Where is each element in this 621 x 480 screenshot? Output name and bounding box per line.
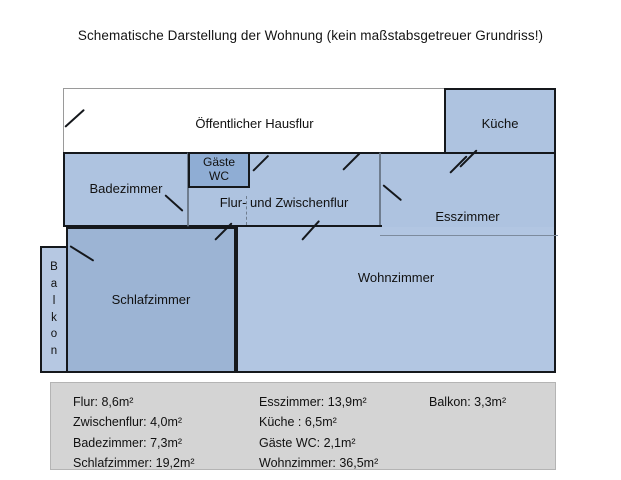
room-kueche: Küche bbox=[444, 88, 556, 161]
wall-esszimmer-wohnzimmer-seam bbox=[380, 235, 558, 237]
room-label-gaeste-wc-line1: Gäste bbox=[202, 155, 235, 170]
room-label-esszimmer: Esszimmer bbox=[435, 209, 500, 225]
flur-zwischenflur-divider bbox=[246, 196, 247, 225]
room-label-hausflur: Öffentlicher Hausflur bbox=[195, 116, 314, 132]
room-label-gaeste-wc-line2: WC bbox=[209, 169, 229, 183]
room-balkon: B a l k o n bbox=[40, 246, 66, 373]
legend-column-3: Balkon: 3,3m² bbox=[429, 392, 549, 469]
legend-item: Zwischenflur: 4,0m² bbox=[73, 415, 183, 430]
room-label-badezimmer: Badezimmer bbox=[89, 181, 163, 197]
room-oeffentlicher-hausflur: Öffentlicher Hausflur bbox=[63, 88, 445, 161]
room-wohnzimmer: Wohnzimmer bbox=[236, 227, 556, 373]
legend-item: Flur: 8,6m² bbox=[73, 395, 134, 409]
room-label-flur: Flur- und Zwischenflur bbox=[219, 195, 349, 211]
legend-column-2: Esszimmer: 13,9m² Küche : 6,5m² Gäste WC… bbox=[259, 392, 419, 470]
legend-column-1: Flur: 8,6m² Zwischenflur: 4,0m² Badezimm… bbox=[73, 392, 253, 470]
room-label-balkon-letter: k bbox=[51, 311, 57, 324]
legend-item: Esszimmer: 13,9m² bbox=[259, 395, 367, 409]
room-label-schlafzimmer: Schlafzimmer bbox=[111, 291, 191, 307]
legend-item: Küche : 6,5m² bbox=[259, 415, 337, 430]
room-label-balkon-letter: a bbox=[50, 278, 58, 291]
room-label-balkon-letter: n bbox=[50, 344, 58, 357]
room-badezimmer: Badezimmer bbox=[63, 152, 188, 227]
legend-item: Gäste WC: 2,1m² bbox=[259, 435, 356, 450]
legend-area-table: Flur: 8,6m² Zwischenflur: 4,0m² Badezimm… bbox=[50, 382, 556, 470]
room-gaeste-wc: Gäste WC bbox=[188, 152, 250, 188]
room-esszimmer: Esszimmer bbox=[380, 152, 556, 237]
legend-item: Wohnzimmer: 36,5m² bbox=[259, 455, 379, 470]
legend-item: Badezimmer: 7,3m² bbox=[73, 435, 183, 450]
room-label-balkon-letter: o bbox=[50, 328, 58, 341]
legend-item: Schlafzimmer: 19,2m² bbox=[73, 455, 195, 470]
room-label-kueche: Küche bbox=[481, 116, 519, 132]
room-label-wohnzimmer: Wohnzimmer bbox=[357, 270, 435, 285]
wall-wohnzimmer-top bbox=[236, 225, 382, 228]
legend-item: Balkon: 3,3m² bbox=[429, 395, 507, 409]
page-title: Schematische Darstellung der Wohnung (ke… bbox=[77, 28, 544, 43]
room-schlafzimmer: Schlafzimmer bbox=[66, 227, 236, 373]
room-label-balkon-letter: l bbox=[52, 294, 56, 307]
room-label-balkon-letter: B bbox=[50, 261, 58, 274]
